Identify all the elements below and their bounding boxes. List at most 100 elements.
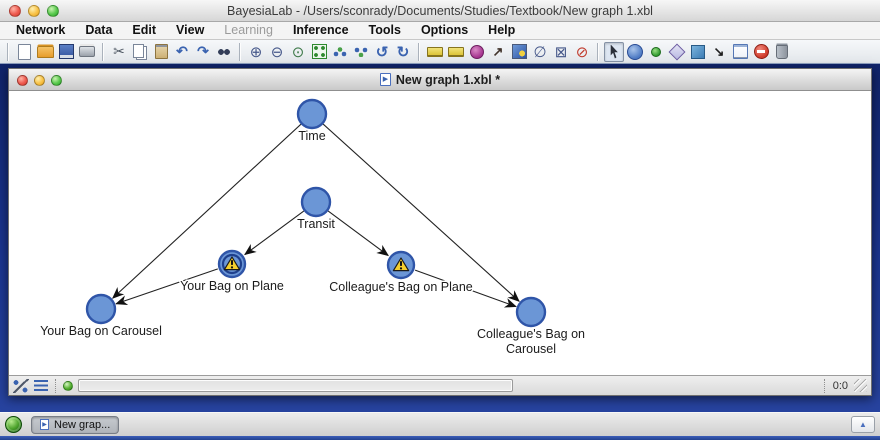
show-arc-comments-icon[interactable]: [425, 42, 445, 62]
collapse-panel-button[interactable]: ▲: [851, 416, 875, 433]
edge-transit-to-your_bag_plane[interactable]: [244, 210, 305, 256]
minimize-button[interactable]: [28, 5, 40, 17]
node-your_bag_plane[interactable]: [217, 249, 247, 279]
document-icon: ▶: [40, 419, 49, 430]
costs-icon[interactable]: [467, 42, 487, 62]
fit-view-icon[interactable]: [309, 42, 329, 62]
zoom-button[interactable]: [47, 5, 59, 17]
menu-item-tools[interactable]: Tools: [368, 23, 401, 37]
node-label-transit[interactable]: Transit: [296, 216, 337, 233]
rotate-right-icon[interactable]: [393, 42, 413, 62]
node-label-your_bag_carousel[interactable]: Your Bag on Carousel: [39, 323, 164, 340]
menu-item-help[interactable]: Help: [488, 23, 516, 37]
status-indicator-icon: [63, 380, 73, 391]
window-titlebar[interactable]: BayesiaLab - /Users/sconrady/Documents/S…: [0, 0, 880, 22]
document-minimize-button[interactable]: [34, 75, 45, 86]
bayesialab-app-icon[interactable]: [5, 416, 22, 433]
taskbar-window-button[interactable]: ▶ New grap...: [31, 415, 120, 434]
edge-your_bag_plane-to-your_bag_carousel[interactable]: [115, 268, 218, 305]
node-label-colleague_bag_plane[interactable]: Colleague's Bag on Plane: [328, 279, 475, 296]
new-file-icon[interactable]: [14, 42, 34, 62]
cut-icon[interactable]: [109, 42, 129, 62]
node-label-time[interactable]: Time: [297, 128, 327, 145]
monitor-icon[interactable]: [730, 42, 750, 62]
undo-icon[interactable]: [172, 42, 192, 62]
statusbar-separator: [823, 378, 825, 393]
spread-horizontal-icon[interactable]: [330, 42, 350, 62]
edge-time-to-your_bag_carousel[interactable]: [112, 123, 302, 299]
rotate-left-icon[interactable]: [372, 42, 392, 62]
copy-icon[interactable]: [130, 42, 150, 62]
selection-counter: 0:0: [832, 379, 848, 392]
zoom-in-icon[interactable]: [246, 42, 266, 62]
delete-icon[interactable]: [772, 42, 792, 62]
node-transit[interactable]: [300, 186, 332, 218]
monitor-layout-icon[interactable]: [34, 379, 48, 392]
menu-item-view[interactable]: View: [176, 23, 205, 37]
document-title: New graph 1.xbl *: [395, 72, 501, 87]
node-colleague_bag_plane[interactable]: [386, 250, 416, 280]
status-progress-bar: [78, 379, 513, 392]
add-constraint-node-icon[interactable]: [646, 42, 666, 62]
document-titlebar[interactable]: ▶ New graph 1.xbl *: [9, 69, 871, 91]
toolbar-separator: [7, 42, 9, 61]
document-close-button[interactable]: [17, 75, 28, 86]
node-colleague_bag_carousel[interactable]: [515, 296, 547, 328]
menu-item-network[interactable]: Network: [16, 23, 66, 37]
toolbar-separator: [239, 42, 241, 61]
mute-warnings-icon[interactable]: [572, 42, 592, 62]
statusbar-separator: [55, 378, 56, 393]
zoom-selection-icon[interactable]: [288, 42, 308, 62]
toolbar-group-display: [425, 42, 592, 62]
toolbar-separator: [102, 42, 104, 61]
redo-icon[interactable]: [193, 42, 213, 62]
toolbar-group-file: [14, 42, 97, 62]
menu-item-inference[interactable]: Inference: [292, 23, 349, 37]
document-zoom-button[interactable]: [51, 75, 62, 86]
warning-icon: [223, 256, 241, 271]
node-time[interactable]: [296, 98, 328, 130]
add-arc-icon[interactable]: [709, 42, 729, 62]
menu-item-edit[interactable]: Edit: [132, 23, 157, 37]
open-folder-icon[interactable]: [35, 42, 55, 62]
close-button[interactable]: [9, 5, 21, 17]
node-your_bag_carousel[interactable]: [85, 293, 117, 325]
hide-excluded-icon[interactable]: [551, 42, 571, 62]
print-icon[interactable]: [77, 42, 97, 62]
selection-ring: [221, 253, 243, 275]
pointer-icon[interactable]: [604, 41, 624, 62]
save-icon[interactable]: [56, 42, 76, 62]
arc-force-icon[interactable]: [488, 42, 508, 62]
bottom-accent-strip: [0, 436, 880, 440]
hide-information-icon[interactable]: [530, 42, 550, 62]
toolbar-group-edit: [109, 42, 234, 62]
find-icon[interactable]: [214, 42, 234, 62]
collapse-arrow-icon: ▲: [859, 420, 867, 429]
zoom-out-icon[interactable]: [267, 42, 287, 62]
toolbar-group-view: [246, 42, 413, 62]
menu-item-options[interactable]: Options: [420, 23, 469, 37]
arc-update-icon[interactable]: [13, 378, 29, 393]
toolbar-separator: [418, 42, 420, 61]
toolbar-separator: [597, 42, 599, 61]
window-title: BayesiaLab - /Users/sconrady/Documents/S…: [227, 3, 653, 18]
edge-transit-to-colleague_bag_plane[interactable]: [327, 210, 389, 257]
paste-icon[interactable]: [151, 42, 171, 62]
spread-vertical-icon[interactable]: [351, 42, 371, 62]
add-decision-node-icon[interactable]: [688, 42, 708, 62]
edge-colleague_bag_plane-to-colleague_bag_carousel[interactable]: [414, 269, 517, 308]
node-colors-icon[interactable]: [509, 42, 529, 62]
node-label-your_bag_plane[interactable]: Your Bag on Plane: [179, 278, 286, 295]
add-utility-node-icon[interactable]: [667, 42, 687, 62]
taskbar: ▶ New grap... ▲: [0, 412, 880, 436]
add-node-icon[interactable]: [625, 42, 645, 62]
forbidden-icon[interactable]: [751, 42, 771, 62]
resize-grip[interactable]: [854, 379, 867, 392]
edge-time-to-colleague_bag_carousel[interactable]: [322, 123, 520, 302]
menu-item-data[interactable]: Data: [85, 23, 113, 37]
show-node-comments-icon[interactable]: [446, 42, 466, 62]
